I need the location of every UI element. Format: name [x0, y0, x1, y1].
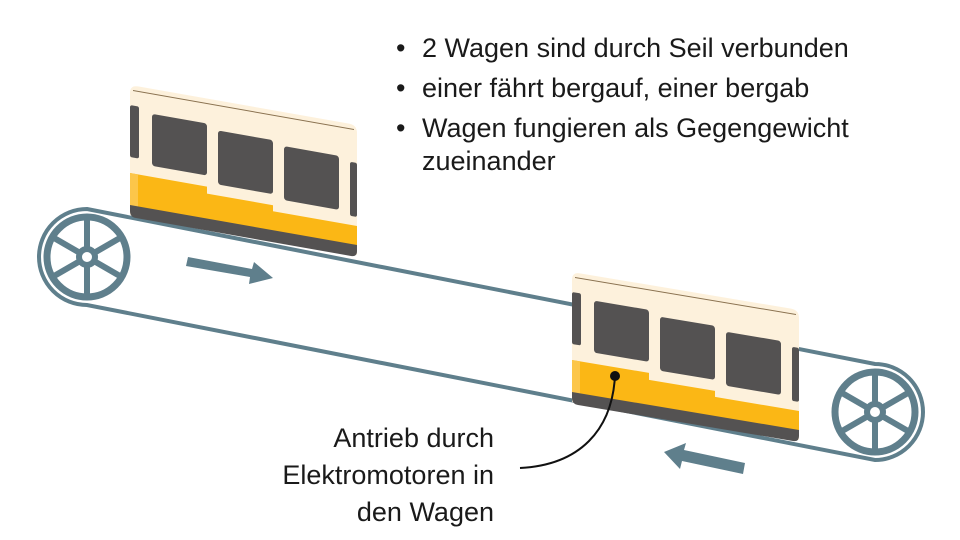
- bullet-item: Wagen fungieren als Gegengewicht zueinan…: [396, 112, 942, 178]
- arrow-right-icon: [186, 257, 273, 284]
- arrow-left-icon: [664, 443, 745, 474]
- callout-line-3: den Wagen: [356, 497, 494, 527]
- bullet-item: 2 Wagen sind durch Seil verbunden: [396, 28, 942, 68]
- bullet-list: 2 Wagen sind durch Seil verbunden einer …: [396, 28, 942, 178]
- cable-belt: [37, 206, 925, 463]
- left-pulley-wheel-icon: [47, 217, 127, 297]
- callout-line-2: Elektromotoren in: [282, 460, 494, 490]
- upper-wagon: [129, 84, 358, 258]
- callout-label: Antrieb durch Elektromotoren in den Wage…: [282, 420, 494, 531]
- bullet-item: einer fährt bergauf, einer bergab: [396, 68, 942, 108]
- callout-line: [519, 375, 616, 469]
- right-pulley-wheel-icon: [835, 372, 915, 452]
- callout-line-1: Antrieb durch: [333, 423, 494, 453]
